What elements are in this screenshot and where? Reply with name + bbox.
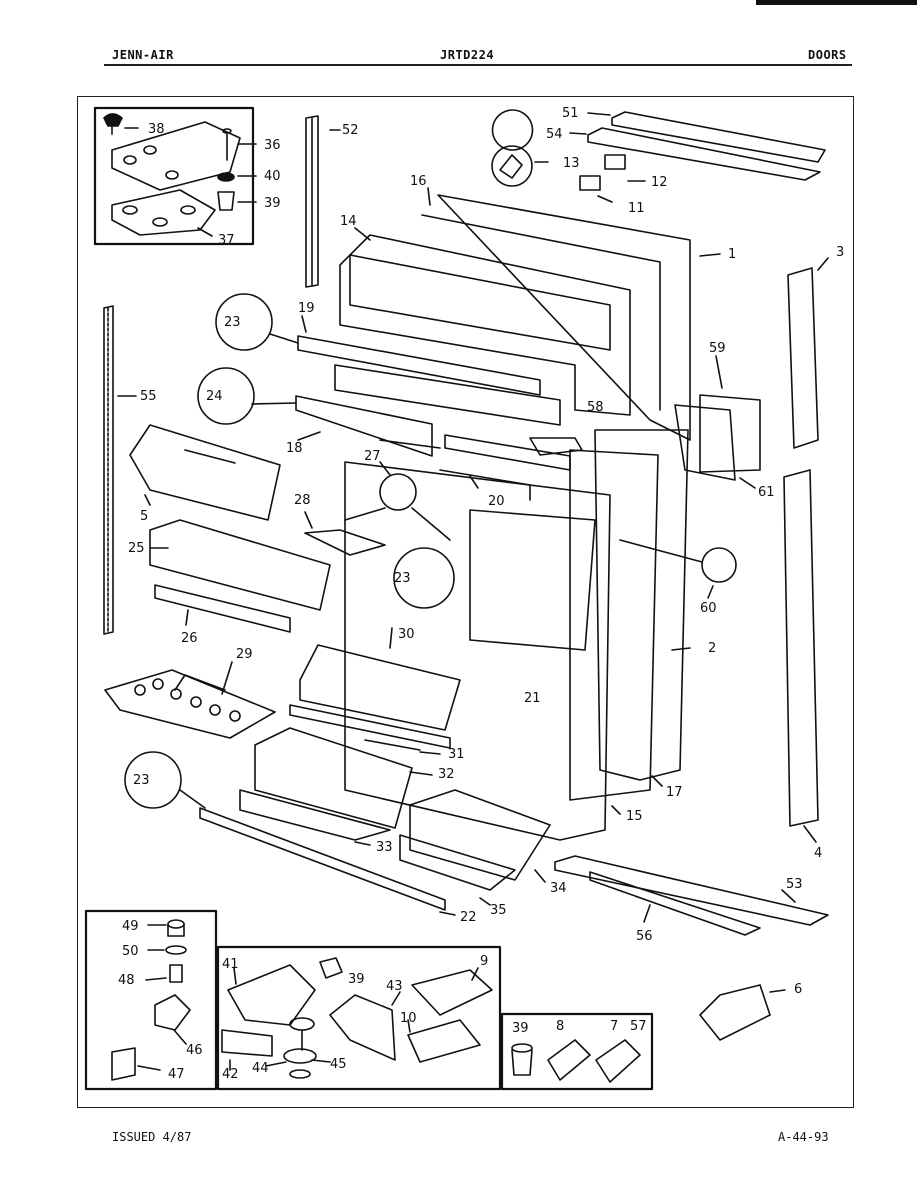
callout-27: 27 bbox=[364, 449, 381, 464]
callout-4: 4 bbox=[814, 846, 822, 861]
top-edge-bar bbox=[756, 0, 917, 5]
upper-bars bbox=[344, 434, 571, 541]
callout-15: 15 bbox=[626, 809, 643, 824]
issued-date: ISSUED 4/87 bbox=[112, 1130, 192, 1144]
callout-23c: 23 bbox=[133, 773, 150, 788]
callout-9: 9 bbox=[480, 954, 488, 969]
callout-39b: 39 bbox=[348, 972, 365, 987]
callout-14: 14 bbox=[340, 214, 357, 229]
callout-2: 2 bbox=[708, 641, 716, 656]
callout-51: 51 bbox=[562, 106, 579, 121]
callout-45: 45 bbox=[330, 1057, 347, 1072]
header-rule bbox=[104, 64, 852, 66]
side-hinges bbox=[674, 257, 829, 843]
top-hinge-brackets bbox=[491, 109, 826, 203]
callout-25: 25 bbox=[128, 541, 145, 556]
callout-37: 37 bbox=[218, 233, 235, 248]
callout-16: 16 bbox=[410, 174, 427, 189]
callout-28: 28 bbox=[294, 493, 311, 508]
model-label: JRTD224 bbox=[440, 48, 495, 62]
callout-24: 24 bbox=[206, 389, 223, 404]
callout-48: 48 bbox=[118, 973, 135, 988]
callout-13: 13 bbox=[563, 156, 580, 171]
top-hinge-inset bbox=[93, 106, 257, 246]
section-label: DOORS bbox=[808, 48, 847, 62]
callout-29: 29 bbox=[236, 647, 253, 662]
diagram-frame bbox=[77, 96, 854, 1108]
callout-44: 44 bbox=[252, 1061, 269, 1076]
callout-41: 41 bbox=[222, 957, 239, 972]
page-code: A-44-93 bbox=[778, 1130, 829, 1144]
bottom-hinge-bracket bbox=[554, 855, 829, 1041]
callout-60: 60 bbox=[700, 601, 717, 616]
brand-label: JENN-AIR bbox=[112, 48, 174, 62]
callout-8: 8 bbox=[556, 1019, 564, 1034]
callout-35: 35 bbox=[490, 903, 507, 918]
callout-46: 46 bbox=[186, 1043, 203, 1058]
callout-3: 3 bbox=[836, 245, 844, 260]
callout-61: 61 bbox=[758, 485, 775, 500]
callout-33: 33 bbox=[376, 840, 393, 855]
magnifier-23b bbox=[393, 547, 455, 609]
callout-22: 22 bbox=[460, 910, 477, 925]
bottom-right-inset bbox=[500, 1012, 654, 1091]
egg-tray bbox=[104, 661, 276, 739]
callout-11: 11 bbox=[628, 201, 645, 216]
callout-38: 38 bbox=[148, 122, 165, 137]
callout-49: 49 bbox=[122, 919, 139, 934]
callout-23b: 23 bbox=[394, 571, 411, 586]
callout-53: 53 bbox=[786, 877, 803, 892]
callout-36: 36 bbox=[264, 138, 281, 153]
callout-42: 42 bbox=[222, 1067, 239, 1082]
bottom-left-inset bbox=[84, 909, 218, 1091]
callout-32: 32 bbox=[438, 767, 455, 782]
callout-55: 55 bbox=[140, 389, 157, 404]
door-shelves bbox=[124, 627, 551, 916]
callout-34: 34 bbox=[550, 881, 567, 896]
door-bars bbox=[197, 293, 541, 457]
callout-17: 17 bbox=[666, 785, 683, 800]
callout-10: 10 bbox=[400, 1011, 417, 1026]
callout-20: 20 bbox=[488, 494, 505, 509]
trim-strips bbox=[103, 115, 341, 635]
callout-52: 52 bbox=[342, 123, 359, 138]
callout-56: 56 bbox=[636, 929, 653, 944]
callout-19: 19 bbox=[298, 301, 315, 316]
callout-57: 57 bbox=[630, 1019, 647, 1034]
callout-31: 31 bbox=[448, 747, 465, 762]
callout-21: 21 bbox=[524, 691, 541, 706]
callout-39c: 39 bbox=[512, 1021, 529, 1036]
callout-39: 39 bbox=[264, 196, 281, 211]
callout-54: 54 bbox=[546, 127, 563, 142]
callout-26: 26 bbox=[181, 631, 198, 646]
callout-43: 43 bbox=[386, 979, 403, 994]
callout-40: 40 bbox=[264, 169, 281, 184]
callout-58: 58 bbox=[587, 400, 604, 415]
bottom-middle-inset bbox=[216, 945, 502, 1091]
freezer-door bbox=[334, 187, 721, 456]
callout-7: 7 bbox=[610, 1019, 618, 1034]
fresh-food-door bbox=[344, 429, 737, 841]
dairy-compartment bbox=[129, 424, 386, 633]
callout-59: 59 bbox=[709, 341, 726, 356]
callout-50: 50 bbox=[122, 944, 139, 959]
callout-12: 12 bbox=[651, 175, 668, 190]
callout-23a: 23 bbox=[224, 315, 241, 330]
callout-5: 5 bbox=[140, 509, 148, 524]
callout-47: 47 bbox=[168, 1067, 185, 1082]
callout-30: 30 bbox=[398, 627, 415, 642]
callout-6: 6 bbox=[794, 982, 802, 997]
callout-18: 18 bbox=[286, 441, 303, 456]
callout-1: 1 bbox=[728, 247, 736, 262]
